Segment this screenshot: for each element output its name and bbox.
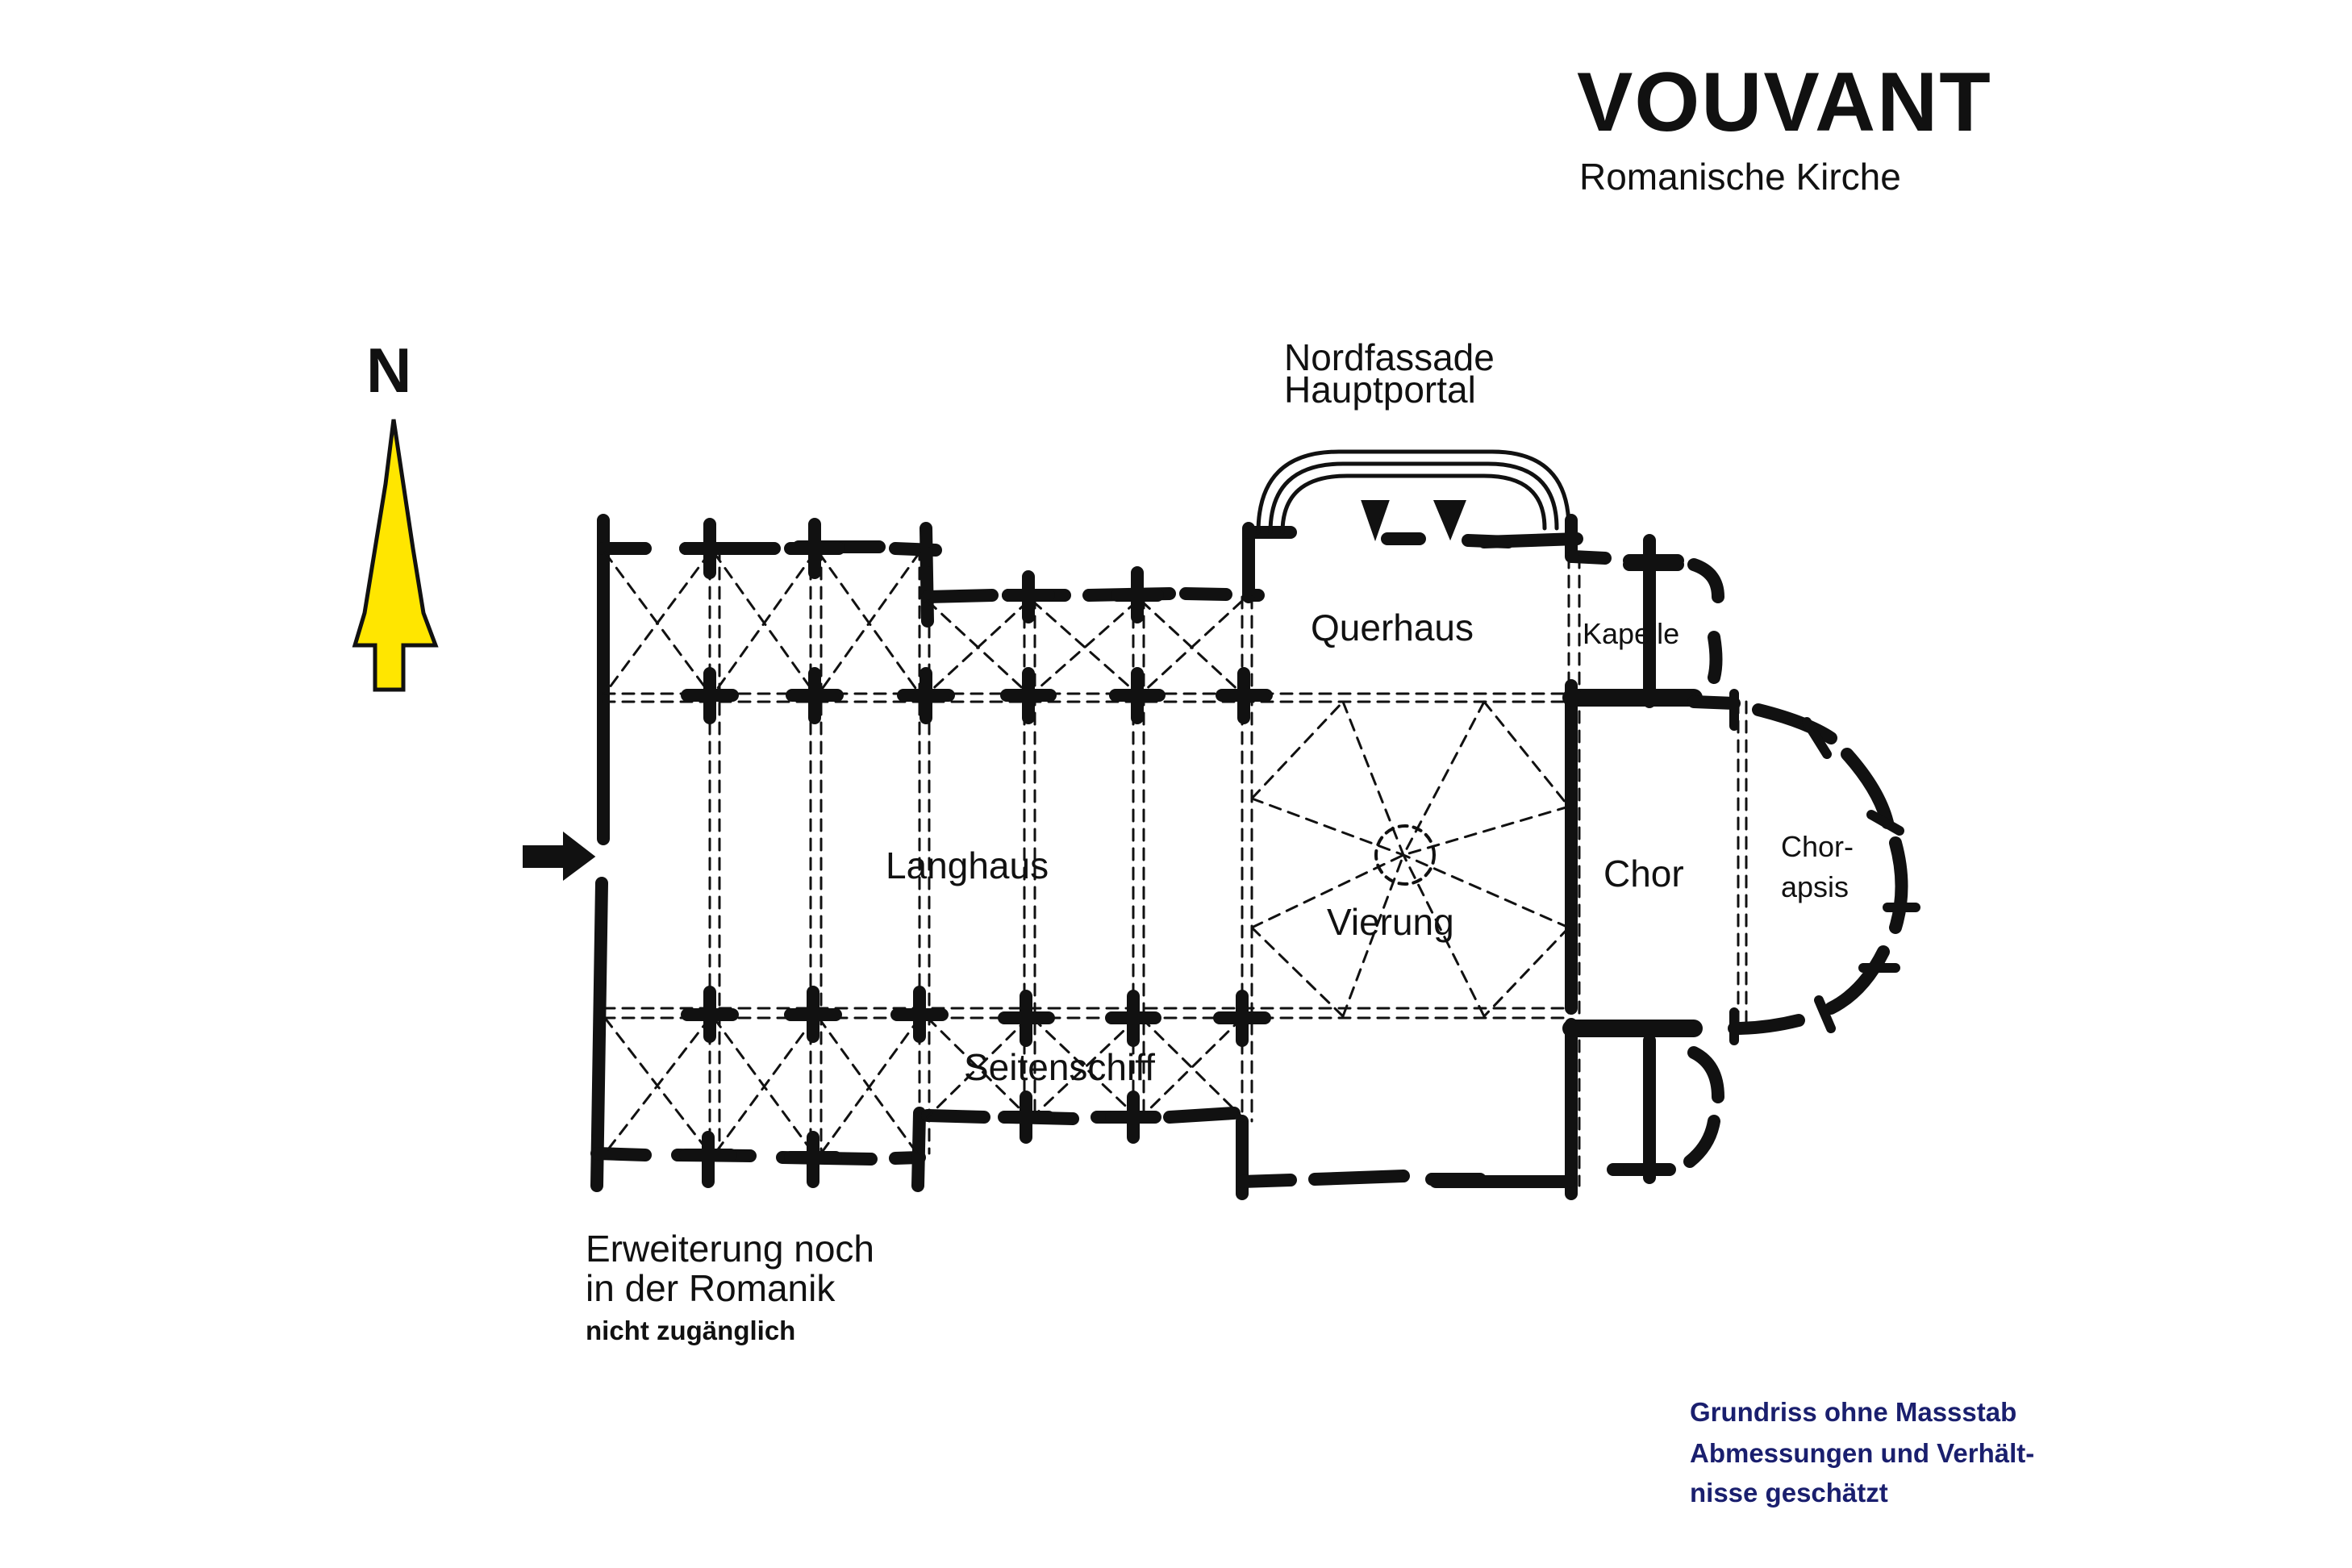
extension-note-line3: nicht zugänglich	[586, 1316, 796, 1345]
extension-note-line1: Erweiterung noch	[586, 1228, 874, 1270]
scale-note-line2: Abmessungen und Verhält-	[1690, 1438, 2035, 1468]
pier-n-4	[1000, 570, 1057, 724]
south-wall-east	[921, 1107, 1241, 1125]
portal-arrow-icon	[1361, 500, 1390, 542]
south-chapel-pier	[1623, 1034, 1676, 1184]
diagram-title: VOUVANT	[1577, 56, 1992, 149]
label-seitenschiff: Seitenschiff	[964, 1046, 1155, 1088]
label-vierung: Vierung	[1327, 901, 1454, 943]
diagram-subtitle: Romanische Kirche	[1579, 156, 1901, 198]
pier-s-4	[998, 990, 1055, 1144]
label-langhaus: Langhaus	[886, 844, 1049, 886]
label-chorapsis-2: apsis	[1781, 870, 1849, 903]
pier-n-6	[1216, 667, 1273, 724]
portal-arrow-icon-2	[1432, 500, 1466, 541]
pier-n-2	[784, 518, 845, 724]
label-chorapsis-1: Chor-	[1781, 830, 1854, 863]
extension-note-line2: in der Romanik	[586, 1267, 836, 1309]
label-kapelle: Kapelle	[1583, 617, 1680, 650]
pier-s-2	[784, 986, 842, 1188]
pier-n-1	[679, 518, 740, 724]
north-wall-west	[597, 540, 942, 557]
west-wall	[590, 514, 610, 1192]
label-querhaus: Querhaus	[1311, 607, 1474, 648]
pier-s-3	[890, 986, 949, 1043]
label-chor: Chor	[1603, 853, 1684, 895]
north-wall-step	[920, 522, 934, 628]
chapel-pier	[1623, 534, 1684, 708]
vierung-boss	[1374, 824, 1436, 886]
pier-s-1	[679, 986, 739, 1188]
apse-arc-line	[1737, 700, 1748, 1026]
scale-note-line3: nisse geschätzt	[1690, 1478, 1888, 1508]
portal-arches	[1256, 449, 1571, 535]
south-chapel-curve	[1607, 1046, 1724, 1176]
south-wall-west	[590, 1147, 926, 1166]
north-arrow-shape	[352, 419, 439, 692]
pier-n-5	[1109, 566, 1166, 724]
chor-apsis-wall	[1687, 695, 1908, 1035]
bay-lines	[708, 547, 1145, 1155]
pier-s-5	[1105, 990, 1161, 1144]
pier-n-3	[897, 667, 955, 724]
pier-s-6	[1213, 990, 1271, 1047]
label-nordfassade: Nordfassade	[1284, 336, 1495, 378]
north-wall-east	[921, 587, 1265, 603]
transept-north-wall	[1242, 526, 1583, 548]
label-hauptportal: Hauptportal	[1284, 369, 1476, 411]
north-label: N	[366, 335, 412, 406]
scale-note-line1: Grundriss ohne Massstab	[1690, 1397, 2017, 1427]
south-arcade-line	[602, 1007, 1573, 1020]
transept-south-wall	[1236, 1170, 1575, 1188]
north-aisle-ribs	[603, 551, 1244, 695]
apse-pier-1	[1729, 689, 1920, 1045]
entrance-arrow-icon	[523, 831, 596, 881]
transept-crossing-east	[1567, 555, 1581, 1187]
north-arcade-line	[602, 692, 1573, 703]
south-aisle-ribs	[603, 1016, 1244, 1158]
vierung-vault-ribs	[1250, 700, 1570, 1018]
